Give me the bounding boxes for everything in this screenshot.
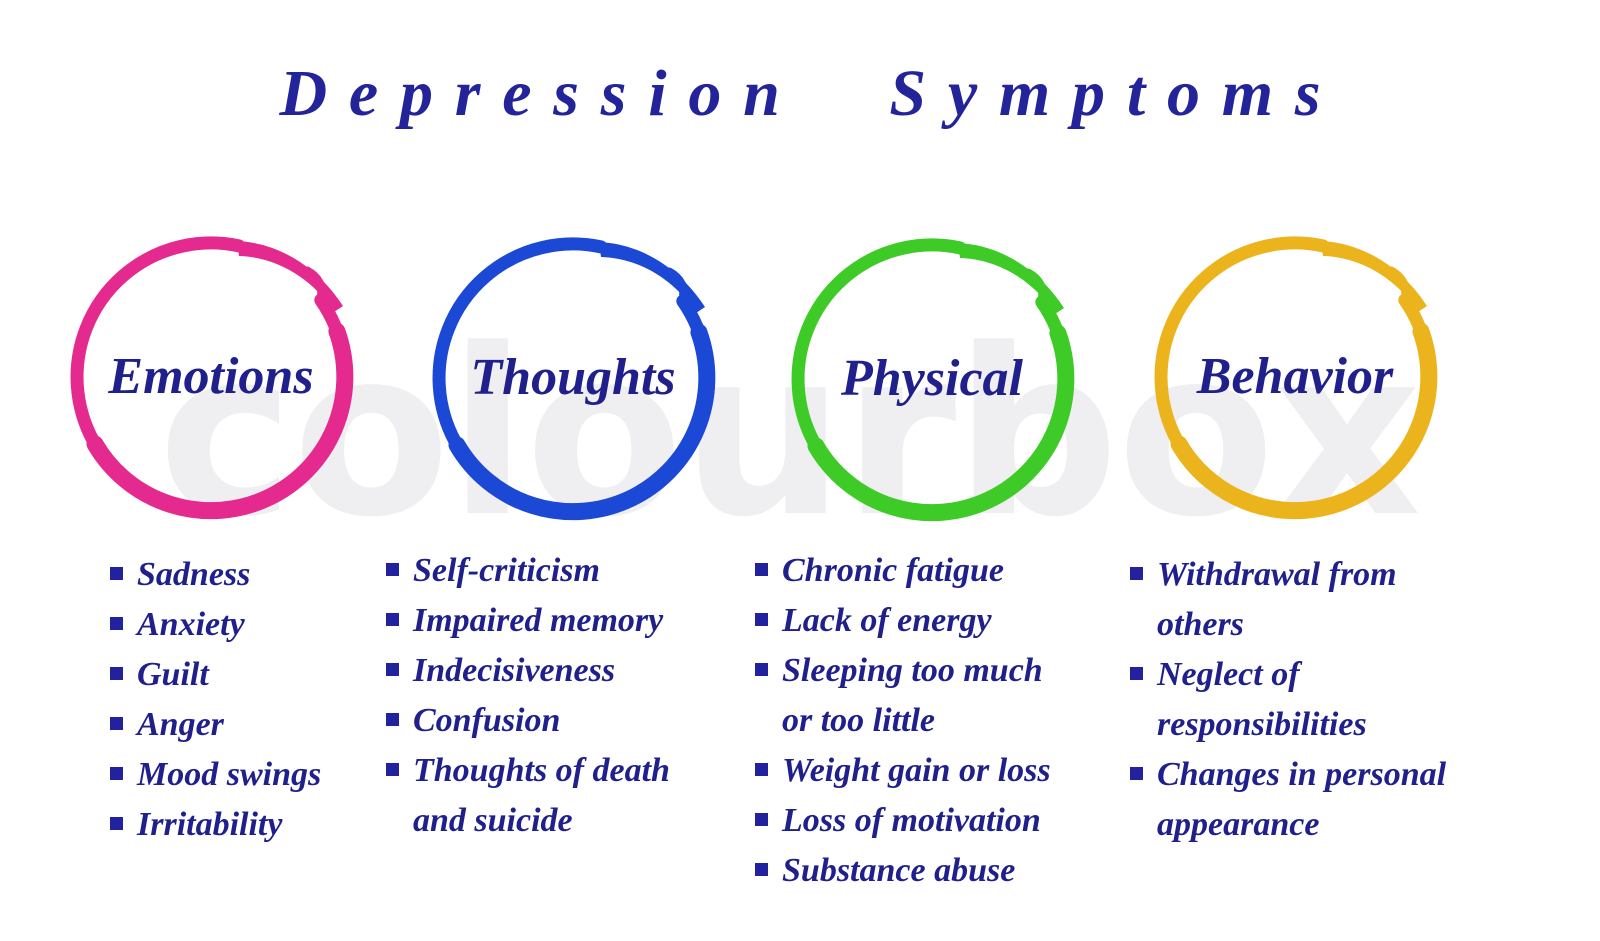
list-item: Anger — [110, 700, 410, 750]
list-item: Mood swings — [110, 750, 410, 800]
circle-label-thoughts: Thoughts — [470, 349, 676, 406]
bullet-square-icon — [110, 617, 123, 630]
list-item-text: Guilt — [137, 656, 209, 693]
list-item: Guilt — [110, 650, 410, 700]
list-item-text: Mood swings — [137, 756, 322, 793]
bullet-square-icon — [1130, 767, 1143, 780]
list-item: Indecisiveness — [386, 646, 741, 696]
list-item-text: Chronic fatigue — [782, 552, 1004, 589]
list-item: Thoughts of death and suicide — [386, 746, 741, 846]
circle-label-emotions: Emotions — [108, 348, 314, 405]
list-item-text: Substance abuse — [782, 852, 1016, 889]
list-item: Withdrawal from others — [1130, 550, 1520, 650]
list-item-text: Anger — [137, 706, 224, 743]
bullet-square-icon — [110, 567, 123, 580]
list-item-text: Thoughts of death and suicide — [413, 752, 670, 839]
bullet-square-icon — [110, 667, 123, 680]
circle-label-behavior: Behavior — [1196, 348, 1394, 405]
list-item-text: Confusion — [413, 702, 561, 739]
bullet-square-icon — [1130, 567, 1143, 580]
bullet-square-icon — [386, 663, 399, 676]
list-item: Self-criticism — [386, 546, 741, 596]
bullet-square-icon — [755, 663, 768, 676]
bullet-square-icon — [755, 813, 768, 826]
list-item: Confusion — [386, 696, 741, 746]
list-item: Changes in personal appearance — [1130, 750, 1520, 850]
bullet-square-icon — [755, 563, 768, 576]
list-item: Lack of energy — [755, 596, 1135, 646]
list-item: Anxiety — [110, 600, 410, 650]
list-item: Loss of motivation — [755, 796, 1135, 846]
bullet-square-icon — [755, 763, 768, 776]
bullet-square-icon — [110, 717, 123, 730]
bullet-square-icon — [110, 767, 123, 780]
list-item-text: Neglect of responsibilities — [1157, 656, 1367, 743]
list-item-text: Self-criticism — [413, 552, 600, 589]
list-item: Neglect of responsibilities — [1130, 650, 1520, 750]
list-item-text: Anxiety — [137, 606, 245, 643]
list-item: Substance abuse — [755, 846, 1135, 896]
list-item: Impaired memory — [386, 596, 741, 646]
bullet-square-icon — [386, 713, 399, 726]
bullet-square-icon — [386, 563, 399, 576]
list-item: Sadness — [110, 550, 410, 600]
list-item: Sleeping too much or too little — [755, 646, 1135, 746]
bullet-square-icon — [386, 613, 399, 626]
list-item-text: Sadness — [137, 556, 251, 593]
bullet-square-icon — [755, 863, 768, 876]
list-item-text: Changes in personal appearance — [1157, 756, 1447, 843]
watermark-text: colourbox — [158, 301, 1421, 568]
bullet-square-icon — [386, 763, 399, 776]
bullet-square-icon — [1130, 667, 1143, 680]
bullet-square-icon — [755, 613, 768, 626]
list-item-text: Withdrawal from others — [1157, 556, 1397, 643]
list-item-text: Lack of energy — [782, 602, 992, 639]
bullet-square-icon — [110, 817, 123, 830]
list-item-text: Loss of motivation — [782, 802, 1041, 839]
list-item-text: Irritability — [137, 806, 283, 843]
list-item: Chronic fatigue — [755, 546, 1135, 596]
list-item-text: Indecisiveness — [413, 652, 616, 689]
list-item: Weight gain or loss — [755, 746, 1135, 796]
list-item-text: Impaired memory — [413, 602, 664, 639]
list-item: Irritability — [110, 800, 410, 850]
list-item-text: Weight gain or loss — [782, 752, 1051, 789]
circle-label-physical: Physical — [841, 350, 1023, 407]
diagram-title: Depression Symptoms — [279, 57, 1343, 130]
list-item-text: Sleeping too much or too little — [782, 652, 1043, 739]
